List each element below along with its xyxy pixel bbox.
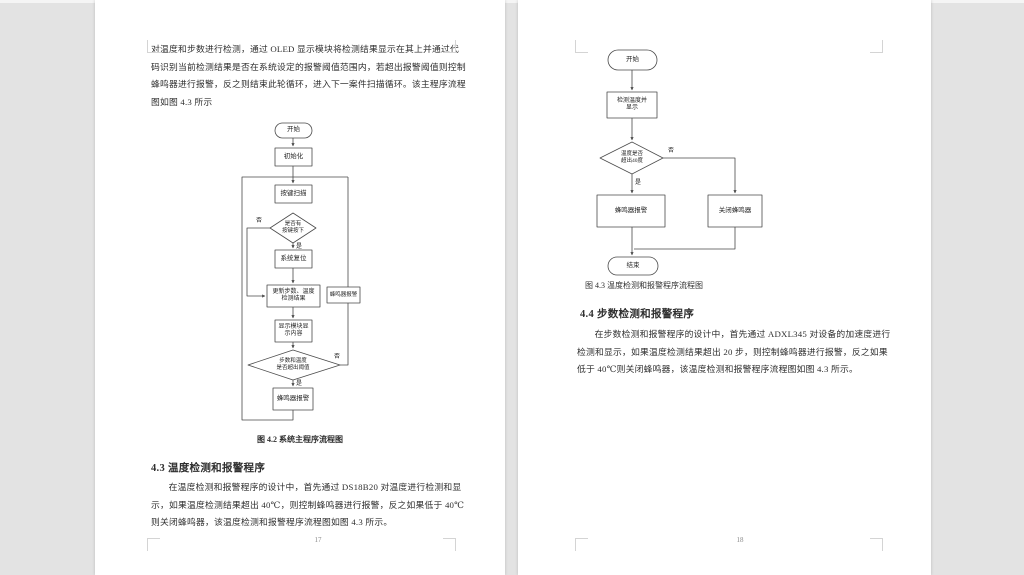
crop-mark-bottom-right <box>443 538 456 551</box>
paragraph-line: 检测和显示，如果温度检测结果超出 20 步，则控制蜂鸣器进行报警，反之如果 <box>577 346 888 357</box>
node-label: 蜂鸣器报警 <box>614 206 648 214</box>
crop-mark-bottom-left <box>575 538 588 551</box>
flowchart-node-key-scan: 按键扫描 <box>275 185 312 203</box>
flowchart-node-buzzer-alarm-bottom: 蜂鸣器报警 <box>273 388 313 410</box>
paragraph-line: 则关闭蜂鸣器，该温度检测和报警程序流程图如图 4.3 所示。 <box>151 517 393 527</box>
node-label: 检测温度并 <box>616 97 647 104</box>
crop-mark-top-left <box>575 40 588 53</box>
flowchart-node-init: 初始化 <box>275 148 312 166</box>
flowchart-node-start: 开始 <box>275 123 312 138</box>
paragraph-line: 码识别当前检测结果是否在系统设定的报警阈值范围内，若超出报警阈值则控制 <box>151 61 466 72</box>
section-4-3-heading: 4.3 温度检测和报警程序 <box>151 463 266 474</box>
document-page-17: 对温度和步数进行检测，通过 OLED 显示模块将检测结果显示在其上并通过代 码识… <box>95 0 505 575</box>
flowchart-node-update-results: 更新步数、温度 检测结果 <box>267 285 320 307</box>
node-label: 检测结果 <box>281 296 306 302</box>
flowchart-node-detect-temperature: 检测温度并 显示 <box>607 92 657 118</box>
node-label: 显示模块显 <box>278 323 309 330</box>
crop-mark-top-left <box>147 40 160 53</box>
branch-label-no: 否 <box>256 218 263 224</box>
paragraph-line: 在温度检测和报警程序的设计中，首先通过 DS18B20 对温度进行检测和显 <box>168 482 462 492</box>
flowchart-node-close-buzzer: 关闭蜂鸣器 <box>708 195 762 227</box>
flowchart-node-temperature-decision: 温度是否 超出40度 <box>602 146 662 170</box>
flowchart-lines <box>241 122 361 421</box>
node-label: 结束 <box>626 261 640 269</box>
node-label: 蜂鸣器报警 <box>329 291 358 298</box>
system-main-flowchart: 开始 初始化 按键扫描 是否有 按键按下 系统复位 更新步数、温度 检测结果 蜂… <box>230 118 375 430</box>
paragraph-line: 图如图 4.3 所示 <box>151 96 213 107</box>
flowchart-node-key-decision: 是否有 按键按下 <box>270 216 316 240</box>
flowchart-node-start: 开始 <box>608 50 657 70</box>
node-label: 关闭蜂鸣器 <box>718 206 752 214</box>
paragraph-line: 在步数检测和报警程序的设计中，首先通过 ADXL345 对设备的加速度进行 <box>594 329 891 339</box>
node-label: 是否有 <box>284 221 302 228</box>
node-label: 蜂鸣器报警 <box>276 394 310 402</box>
figure-4-3-caption: 图 4.3 温度检测和报警程序流程图 <box>585 281 703 290</box>
paragraph-line: 示，如果温度检测结果超出 40℃，则控制蜂鸣器进行报警，反之如果低于 40℃ <box>151 499 465 510</box>
node-label: 步数和温度 <box>279 358 307 365</box>
flowchart-node-threshold-decision: 步数和温度 是否超出阈值 <box>253 354 333 376</box>
page-number: 17 <box>314 536 322 544</box>
node-label: 初始化 <box>283 152 304 160</box>
section-4-3-paragraph: 在温度检测和报警程序的设计中，首先通过 DS18B20 对温度进行检测和显 示，… <box>151 479 465 532</box>
branch-label-yes: 是 <box>296 244 303 250</box>
document-page-18: 开始 检测温度并 显示 温度是否 超出40度 蜂鸣器报警 关闭蜂鸣器 结束 否 … <box>518 0 931 575</box>
page-number: 18 <box>736 536 744 544</box>
paragraph-line: 蜂鸣器进行报警，反之则结束此轮循环，进入下一案件扫描循环。该主程序流程 <box>151 79 466 89</box>
crop-mark-top-right <box>443 40 456 53</box>
flowchart-lines <box>596 49 763 276</box>
window-top-edge <box>0 0 1024 3</box>
node-label: 更新步数、温度 <box>272 288 315 295</box>
paragraph-line: 对温度和步数进行检测，通过 OLED 显示模块将检测结果显示在其上并通过代 <box>151 44 459 54</box>
intro-paragraph: 对温度和步数进行检测，通过 OLED 显示模块将检测结果显示在其上并通过代 码识… <box>151 41 466 111</box>
node-label: 按键按下 <box>281 228 304 234</box>
section-4-4-heading: 4.4 步数检测和报警程序 <box>580 309 695 320</box>
figure-4-2-caption: 图 4.2 系统主程序流程图 <box>257 435 343 444</box>
crop-mark-top-right <box>870 40 883 53</box>
temperature-flowchart: 开始 检测温度并 显示 温度是否 超出40度 蜂鸣器报警 关闭蜂鸣器 结束 否 … <box>585 45 780 295</box>
node-label: 开始 <box>626 55 639 63</box>
node-label: 按键扫描 <box>280 189 307 197</box>
node-label: 系统复位 <box>280 254 307 262</box>
section-4-4-paragraph: 在步数检测和报警程序的设计中，首先通过 ADXL345 对设备的加速度进行 检测… <box>577 326 891 379</box>
branch-label-no: 否 <box>334 354 341 360</box>
flowchart-node-end: 结束 <box>608 257 658 275</box>
node-label: 是否超出阈值 <box>276 365 310 371</box>
node-label: 显示 <box>625 105 638 111</box>
crop-mark-bottom-left <box>147 538 160 551</box>
flowchart-node-display-module: 显示模块显 示内容 <box>275 320 312 342</box>
flowchart-node-system-reset: 系统复位 <box>275 250 312 268</box>
node-label: 开始 <box>287 126 300 134</box>
crop-mark-bottom-right <box>870 538 883 551</box>
node-label: 超出40度 <box>620 158 643 164</box>
flowchart-node-buzzer-alarm-side: 蜂鸣器报警 <box>327 287 360 303</box>
branch-label-yes: 是 <box>296 381 303 387</box>
flowchart-node-buzzer-alarm: 蜂鸣器报警 <box>597 195 665 227</box>
branch-label-no: 否 <box>668 148 675 154</box>
node-label: 示内容 <box>284 331 303 337</box>
branch-label-yes: 是 <box>635 180 642 186</box>
node-label: 温度是否 <box>620 151 643 158</box>
paragraph-line: 低于 40℃则关闭蜂鸣器，该温度检测和报警程序流程图如图 4.3 所示。 <box>577 364 858 374</box>
